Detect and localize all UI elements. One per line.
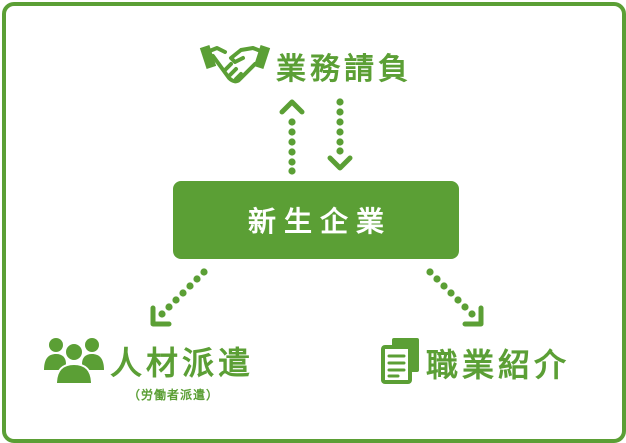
node-center-label: 新生企業	[247, 205, 392, 238]
arrow-to-bottom-left	[150, 268, 208, 327]
documents-icon	[381, 338, 419, 384]
node-center-box: 新生企業	[173, 181, 459, 259]
node-top-label: 業務請負	[276, 52, 412, 87]
people-group-icon	[44, 338, 104, 385]
node-bottom-right-label: 職業紹介	[426, 346, 571, 384]
arrow-up-dotted	[279, 99, 305, 175]
node-bottom-left-sublabel: （労働者派遣）	[128, 388, 220, 402]
node-bottom-left-label: 人材派遣	[110, 344, 255, 382]
arrow-to-bottom-right	[426, 268, 484, 327]
handshake-icon	[199, 44, 271, 84]
arrow-down-dotted	[327, 98, 353, 171]
